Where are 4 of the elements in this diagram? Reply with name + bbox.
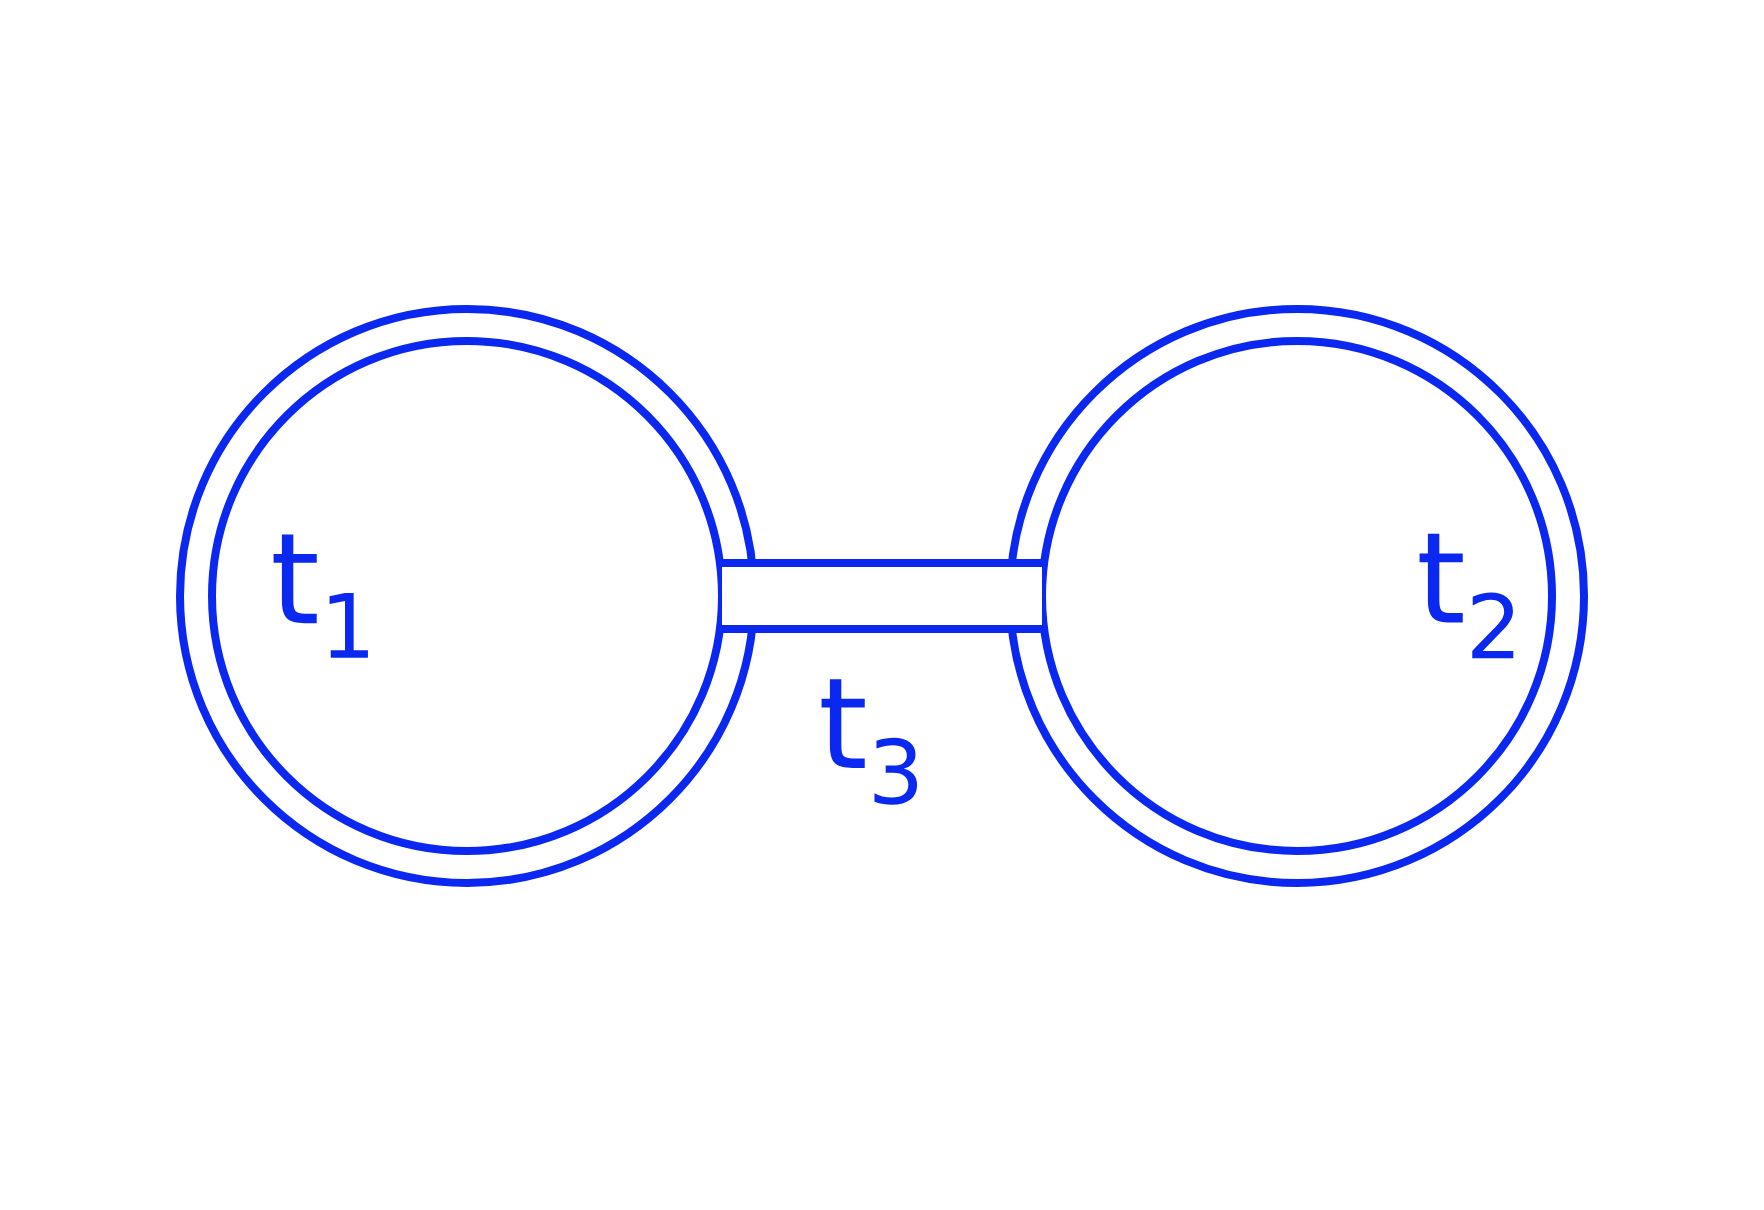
tube [722, 559, 1042, 633]
circle-label: t$_{2}$ [1419, 533, 1514, 659]
edge-label: t$_{3}$ [821, 679, 918, 805]
circle-label: t$_{1}$ [273, 534, 368, 658]
